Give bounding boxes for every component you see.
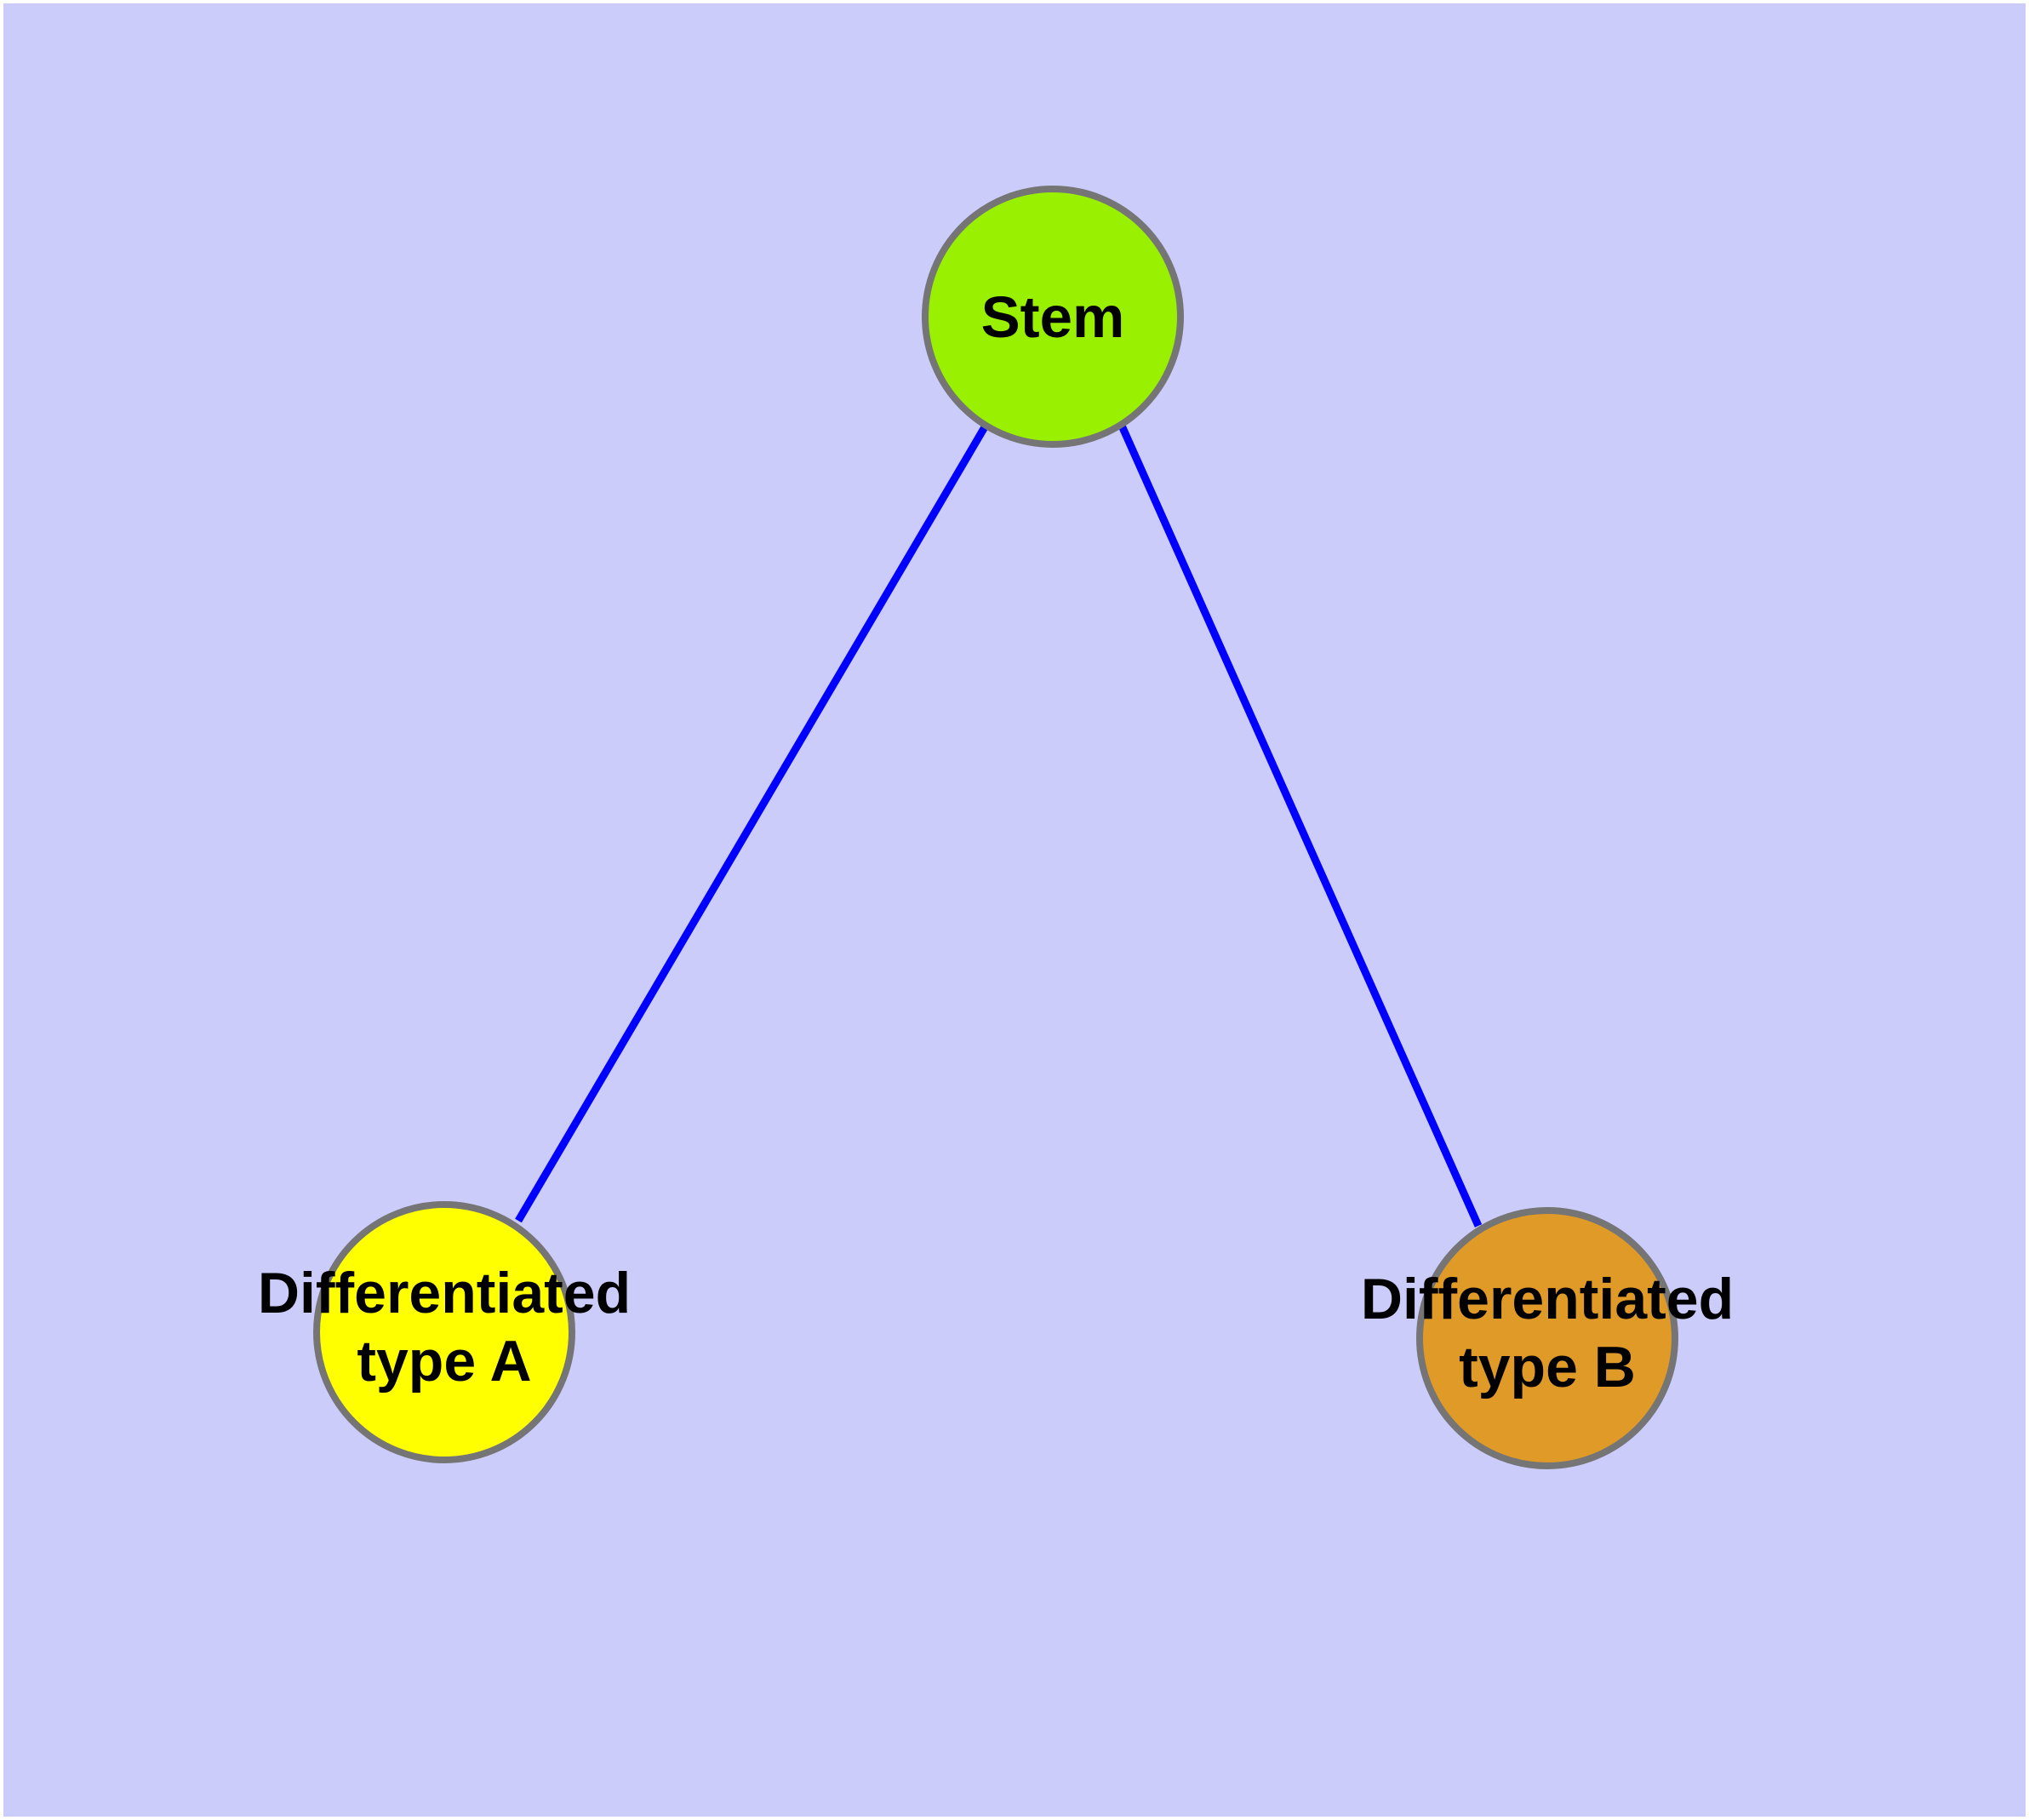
node-layer — [313, 186, 1678, 1469]
edge-stem-to-differentiated-type-a — [515, 423, 989, 1223]
node-differentiated-type-b[interactable] — [1416, 1207, 1678, 1469]
node-stem[interactable] — [922, 186, 1184, 448]
edge-stem-to-differentiated-type-b — [1117, 424, 1483, 1228]
node-differentiated-type-a[interactable] — [313, 1201, 575, 1463]
edge-layer — [515, 423, 1483, 1228]
